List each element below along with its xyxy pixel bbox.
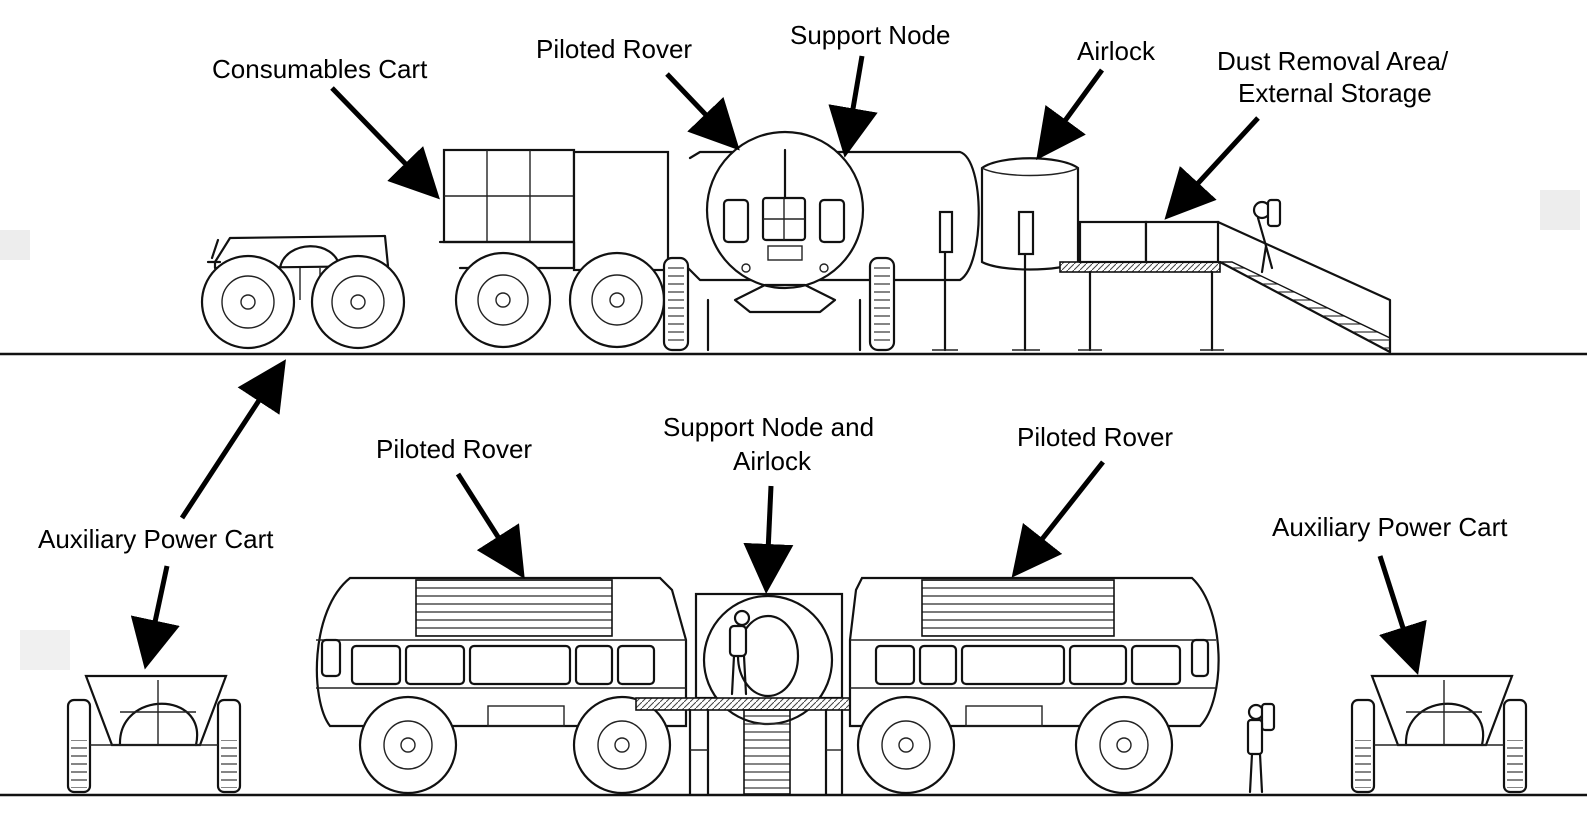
- astronaut-bottom-right: [1246, 702, 1276, 794]
- label-piloted-rover-left: Piloted Rover: [376, 434, 532, 464]
- label-dust-removal-line2: External Storage: [1238, 78, 1432, 108]
- callout-arrows: [130, 55, 1427, 676]
- label-aux-power-cart-left: Auxiliary Power Cart: [38, 524, 274, 554]
- arrow-support-node-airlock: [743, 485, 794, 594]
- piloted-rover-top-vehicle: [662, 130, 980, 352]
- astronaut-top: [1252, 198, 1282, 274]
- piloted-rover-left-vehicle: [315, 576, 688, 795]
- label-aux-power-cart-right: Auxiliary Power Cart: [1272, 512, 1508, 542]
- arrow-airlock: [1036, 68, 1105, 161]
- callout-labels: Consumables Cart Piloted Rover Support N…: [38, 20, 1508, 554]
- dust-removal-platform: [1059, 198, 1392, 354]
- arrow-piloted-rover-top: [665, 72, 740, 151]
- label-piloted-rover-right: Piloted Rover: [1017, 422, 1173, 452]
- bottom-convoy: [66, 576, 1528, 796]
- support-node-airlock-vehicle: [635, 592, 857, 796]
- aux-power-cart-top: [200, 234, 406, 350]
- label-support-node-airlock-line1: Support Node and: [663, 412, 874, 442]
- consumables-cart-vehicle: [438, 148, 670, 349]
- label-piloted-rover-top: Piloted Rover: [536, 34, 692, 64]
- label-airlock: Airlock: [1077, 36, 1156, 66]
- arrow-dust-removal: [1164, 116, 1260, 220]
- bleed-through-texture: [0, 190, 1580, 670]
- aux-power-cart-right-vehicle: [1350, 674, 1528, 794]
- arrow-support-node: [828, 55, 878, 158]
- support-node-vehicle: [932, 210, 958, 352]
- arrow-consumables-cart: [330, 86, 440, 200]
- label-consumables-cart: Consumables Cart: [212, 54, 428, 84]
- arrow-aux-power-top: [179, 359, 286, 520]
- arrow-piloted-rover-left: [455, 472, 525, 579]
- astronaut-center: [728, 609, 751, 696]
- arrow-piloted-rover-right: [1011, 460, 1105, 578]
- top-convoy: [200, 130, 1392, 354]
- arrow-aux-power-left: [130, 565, 180, 670]
- label-dust-removal-line1: Dust Removal Area/: [1217, 46, 1449, 76]
- label-support-node: Support Node: [790, 20, 950, 50]
- label-support-node-airlock-line2: Airlock: [733, 446, 812, 476]
- airlock-vehicle: [980, 157, 1080, 352]
- aux-power-cart-left-vehicle: [66, 674, 242, 794]
- piloted-rover-right-vehicle: [848, 576, 1220, 795]
- arrow-aux-power-right: [1377, 555, 1427, 676]
